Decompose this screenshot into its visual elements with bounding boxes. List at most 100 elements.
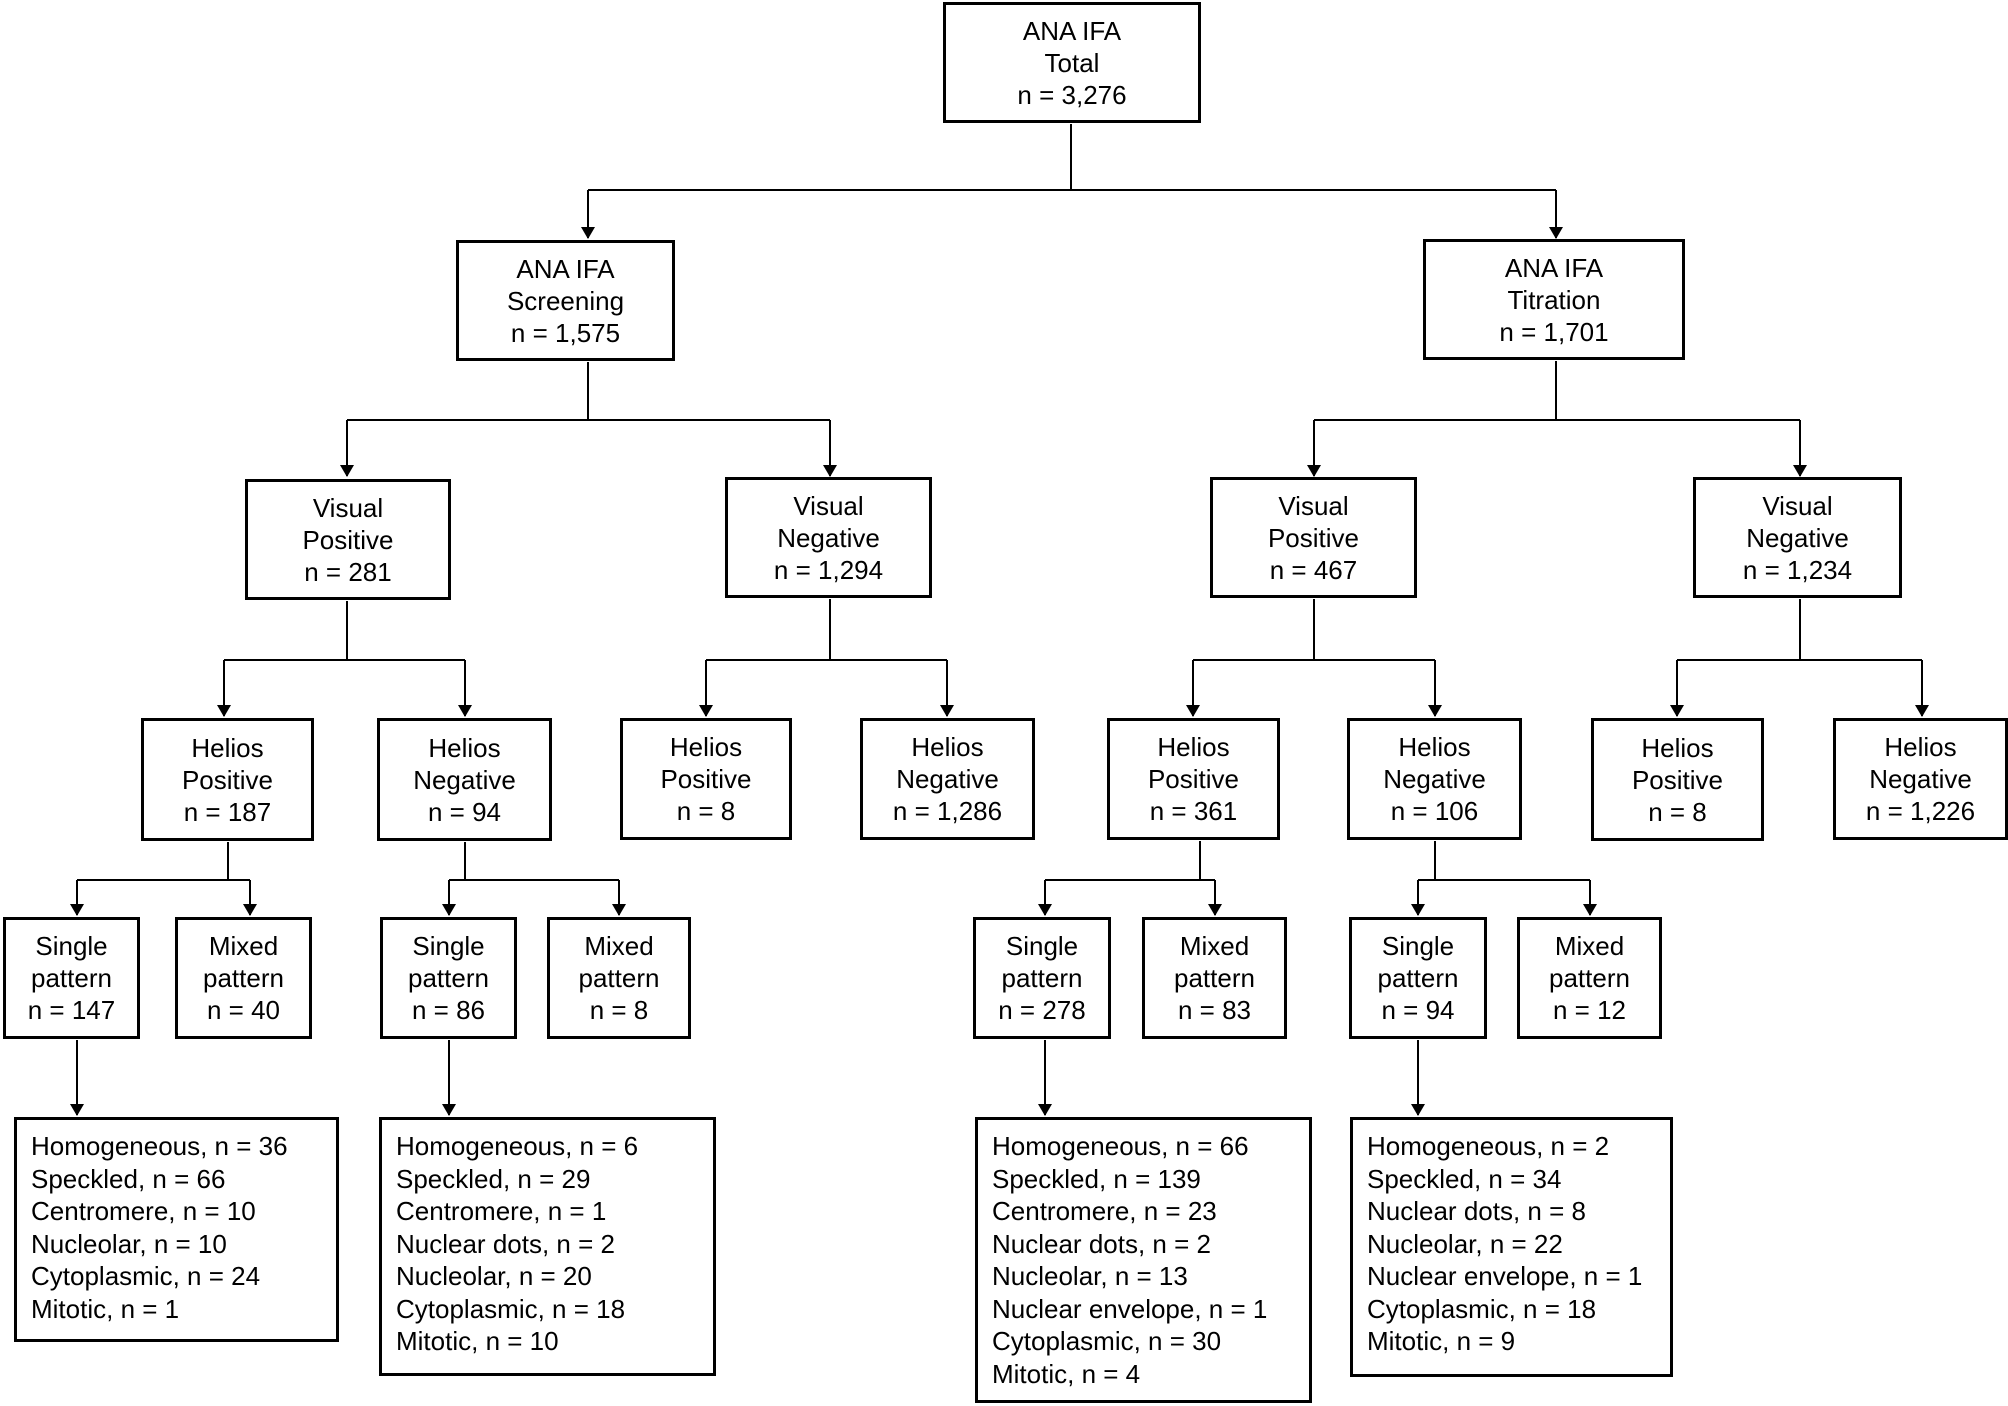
node-line: Negative: [413, 764, 516, 795]
node-line: Helios: [1157, 732, 1230, 762]
node-mixed-pattern: Mixed pattern n = 12: [1517, 917, 1662, 1039]
node-helios-positive: Helios Positive n = 187: [141, 718, 314, 841]
list-item: Nuclear envelope, n = 1: [992, 1293, 1268, 1324]
node-single-pattern: Single pattern n = 147: [3, 917, 140, 1039]
node-line: ANA IFA: [1022, 15, 1122, 46]
node-titration-visual-negative: Visual Negative n = 1,234: [1693, 477, 1902, 598]
list-item: Cytoplasmic, n = 24: [31, 1261, 261, 1291]
list-item: Centromere, n = 23: [992, 1196, 1217, 1226]
node-line: Helios: [428, 732, 501, 763]
node-line: pattern: [1174, 963, 1255, 993]
list-item: Centromere, n = 1: [396, 1196, 607, 1226]
list-item: Nucleolar, n = 10: [31, 1228, 227, 1259]
node-line: Single: [35, 931, 108, 961]
node-line: pattern: [1549, 963, 1630, 993]
node-line: n = 467: [1269, 554, 1358, 585]
node-line: Mixed: [584, 931, 654, 961]
list-item: Centromere, n = 10: [31, 1196, 256, 1226]
node-mixed-pattern: Mixed pattern n = 40: [175, 917, 312, 1039]
node-screening-visual-positive: Visual Positive n = 281: [245, 479, 451, 600]
node-helios-negative: Helios Negative n = 1,286: [860, 718, 1035, 840]
node-line: Visual: [312, 492, 384, 523]
node-line: n = 3,276: [1017, 79, 1127, 110]
node-line: n = 1,701: [1499, 316, 1609, 347]
node-line: Positive: [181, 764, 274, 795]
node-line: n = 94: [427, 796, 501, 827]
list-item: Nuclear envelope, n = 1: [1367, 1261, 1643, 1291]
node-line: Visual: [793, 490, 864, 521]
node-line: n = 8: [589, 995, 649, 1025]
node-single-pattern: Single pattern n = 86: [380, 917, 517, 1039]
node-mixed-pattern: Mixed pattern n = 83: [1142, 917, 1287, 1039]
node-line: Mixed: [1554, 931, 1625, 961]
node-line: Single: [412, 931, 485, 961]
node-helios-positive: Helios Positive n = 8: [1591, 718, 1764, 841]
node-line: n = 83: [1177, 995, 1251, 1025]
node-line: Positive: [1147, 764, 1240, 794]
list-item: Nuclear dots, n = 8: [1367, 1196, 1586, 1226]
node-line: Helios: [191, 732, 264, 763]
node-line: n = 1,226: [1865, 796, 1976, 826]
node-line: pattern: [578, 963, 660, 993]
list-item: Cytoplasmic, n = 30: [992, 1326, 1222, 1356]
list-item: Speckled, n = 34: [1367, 1163, 1562, 1194]
node-line: pattern: [203, 963, 284, 993]
node-line: Helios: [911, 732, 984, 762]
node-line: Positive: [660, 764, 752, 794]
pattern-list: Homogeneous, n = 6 Speckled, n = 29 Cent…: [379, 1117, 716, 1376]
node-helios-positive: Helios Positive n = 361: [1107, 718, 1280, 840]
node-single-pattern: Single pattern n = 278: [973, 917, 1111, 1039]
node-helios-negative: Helios Negative n = 94: [377, 718, 552, 841]
node-line: Helios: [1641, 732, 1714, 763]
node-line: Mixed: [1179, 931, 1250, 961]
node-line: pattern: [408, 963, 489, 993]
node-line: Screening: [506, 285, 625, 316]
list-item: Nucleolar, n = 20: [396, 1261, 592, 1291]
node-line: Negative: [777, 522, 880, 553]
node-line: Helios: [1884, 732, 1957, 762]
node-line: ANA IFA: [516, 253, 615, 284]
list-item: Nuclear dots, n = 2: [396, 1228, 615, 1259]
node-line: n = 1,234: [1742, 554, 1853, 585]
node-line: Negative: [896, 764, 999, 794]
node-line: pattern: [1377, 963, 1459, 993]
node-line: n = 361: [1149, 796, 1238, 826]
node-line: ANA IFA: [1504, 252, 1604, 283]
node-line: Helios: [1398, 732, 1471, 762]
list-item: Mitotic, n = 1: [31, 1293, 180, 1324]
pattern-list: Homogeneous, n = 66 Speckled, n = 139 Ce…: [975, 1117, 1312, 1403]
list-item: Homogeneous, n = 2: [1367, 1131, 1610, 1161]
list-item: Cytoplasmic, n = 18: [396, 1293, 626, 1324]
list-item: Speckled, n = 139: [992, 1163, 1201, 1194]
node-line: Helios: [669, 732, 743, 762]
list-item: Cytoplasmic, n = 18: [1367, 1293, 1597, 1324]
node-line: Negative: [1869, 764, 1972, 794]
pattern-list: Homogeneous, n = 2 Speckled, n = 34 Nucl…: [1350, 1117, 1673, 1377]
list-item: Homogeneous, n = 6: [396, 1131, 639, 1161]
node-line: n = 86: [411, 995, 485, 1025]
node-screening-visual-negative: Visual Negative n = 1,294: [725, 477, 932, 598]
node-line: n = 1,286: [892, 796, 1003, 826]
node-ana-ifa-titration: ANA IFA Titration n = 1,701: [1423, 239, 1685, 360]
node-line: n = 106: [1390, 796, 1479, 826]
node-line: Negative: [1746, 522, 1849, 553]
node-ana-ifa-screening: ANA IFA Screening n = 1,575: [456, 240, 675, 361]
list-item: Nucleolar, n = 13: [992, 1261, 1188, 1291]
list-item: Mitotic, n = 9: [1367, 1326, 1516, 1356]
node-line: Positive: [1631, 764, 1724, 795]
list-item: Mitotic, n = 4: [992, 1358, 1141, 1389]
node-line: Visual: [1278, 490, 1349, 521]
node-line: n = 1,294: [773, 554, 884, 585]
node-line: Positive: [302, 524, 394, 555]
node-line: n = 94: [1381, 995, 1455, 1025]
node-line: Total: [1044, 47, 1100, 78]
node-line: n = 1,575: [510, 317, 621, 348]
node-line: Single: [1005, 931, 1079, 961]
node-line: n = 8: [676, 796, 736, 826]
list-item: Homogeneous, n = 66: [992, 1131, 1249, 1161]
list-item: Speckled, n = 66: [31, 1163, 226, 1194]
node-line: n = 147: [27, 995, 116, 1025]
node-helios-positive: Helios Positive n = 8: [620, 718, 792, 840]
